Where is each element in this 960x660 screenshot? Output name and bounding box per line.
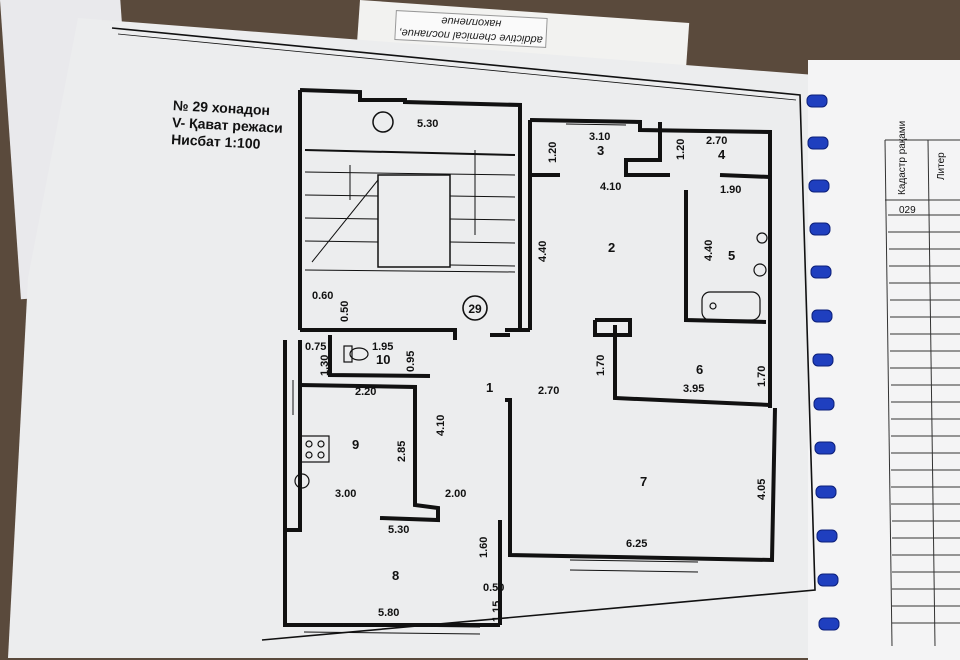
room-number-7: 7	[640, 474, 647, 489]
register-header-liter: Литер	[936, 152, 947, 180]
staircase	[304, 111, 516, 273]
apartment-marker: 29	[468, 302, 482, 316]
floor-plan-drawing: 29 1 2 3 4 5 6 7 8 9 10 5.30 3.10 2.70 4…	[111, 27, 960, 646]
room-number-6: 6	[696, 362, 703, 377]
dim-label: 1.90	[720, 184, 741, 196]
room-number-10: 10	[376, 352, 390, 367]
sheet-frame-inner	[117, 33, 797, 101]
dim-label: 5.30	[388, 524, 409, 536]
dim-label: 0.60	[312, 290, 333, 302]
room-numbers: 1 2 3 4 5 6 7 8 9 10	[352, 143, 735, 583]
room-number-3: 3	[597, 143, 604, 158]
dimension-labels: 5.30 3.10 2.70 4.10 1.90 0.60 0.75 1.95 …	[305, 118, 768, 622]
sheet-frame	[111, 27, 816, 641]
dim-label: 2.70	[706, 135, 727, 147]
register-row-value: 029	[899, 205, 916, 216]
room-number-8: 8	[392, 568, 399, 583]
dim-label-vertical: 1.30	[319, 355, 331, 376]
dim-label: 3.00	[335, 488, 356, 500]
dim-label-vertical: 4.05	[756, 479, 768, 500]
dim-label: 2.70	[538, 385, 559, 397]
dim-label: 2.20	[355, 386, 376, 398]
room-number-9: 9	[352, 437, 359, 452]
room-number-2: 2	[608, 240, 615, 255]
dim-label: 3.10	[589, 131, 610, 143]
dim-label: 0.50	[483, 582, 504, 594]
dim-label-vertical: 4.40	[537, 241, 549, 262]
dim-label-vertical: 4.40	[703, 240, 715, 261]
room-number-1: 1	[486, 380, 493, 395]
fixtures	[294, 232, 768, 489]
room-number-5: 5	[728, 248, 735, 263]
room-number-4: 4	[718, 147, 726, 162]
dim-label-vertical: 2.85	[396, 441, 408, 462]
dim-label: 3.95	[683, 383, 704, 395]
register-header-cadastre: Кадастр рақами	[897, 121, 908, 195]
dim-label-vertical: 1.20	[675, 139, 687, 160]
dim-label-vertical: 4.10	[435, 415, 447, 436]
dim-label: 5.30	[417, 118, 438, 130]
dim-label-vertical: 1.20	[547, 142, 559, 163]
windows	[285, 123, 761, 635]
dim-label-vertical: 0.50	[339, 301, 351, 322]
spiral-binding	[806, 94, 840, 631]
dim-label-vertical: 0.95	[405, 351, 417, 372]
walls	[283, 88, 777, 627]
dim-label: 5.80	[378, 607, 399, 619]
dim-label: 4.10	[600, 181, 621, 193]
dim-label-vertical: 1.15	[491, 601, 503, 622]
dim-label: 6.25	[626, 538, 647, 550]
dim-label: 2.00	[445, 488, 466, 500]
dim-label: 1.95	[372, 341, 393, 353]
dim-label-vertical: 1.70	[595, 355, 607, 376]
apartment-marker-circle	[462, 295, 488, 321]
plan-title: № 29 хонадон V- Қават режаси Нисбат 1:10…	[171, 97, 284, 154]
floor-plan-sheet	[8, 18, 833, 658]
dim-label: 0.75	[305, 341, 326, 353]
dim-label-vertical: 1.60	[478, 537, 490, 558]
register-table	[884, 139, 960, 646]
dim-label-vertical: 1.70	[756, 366, 768, 387]
